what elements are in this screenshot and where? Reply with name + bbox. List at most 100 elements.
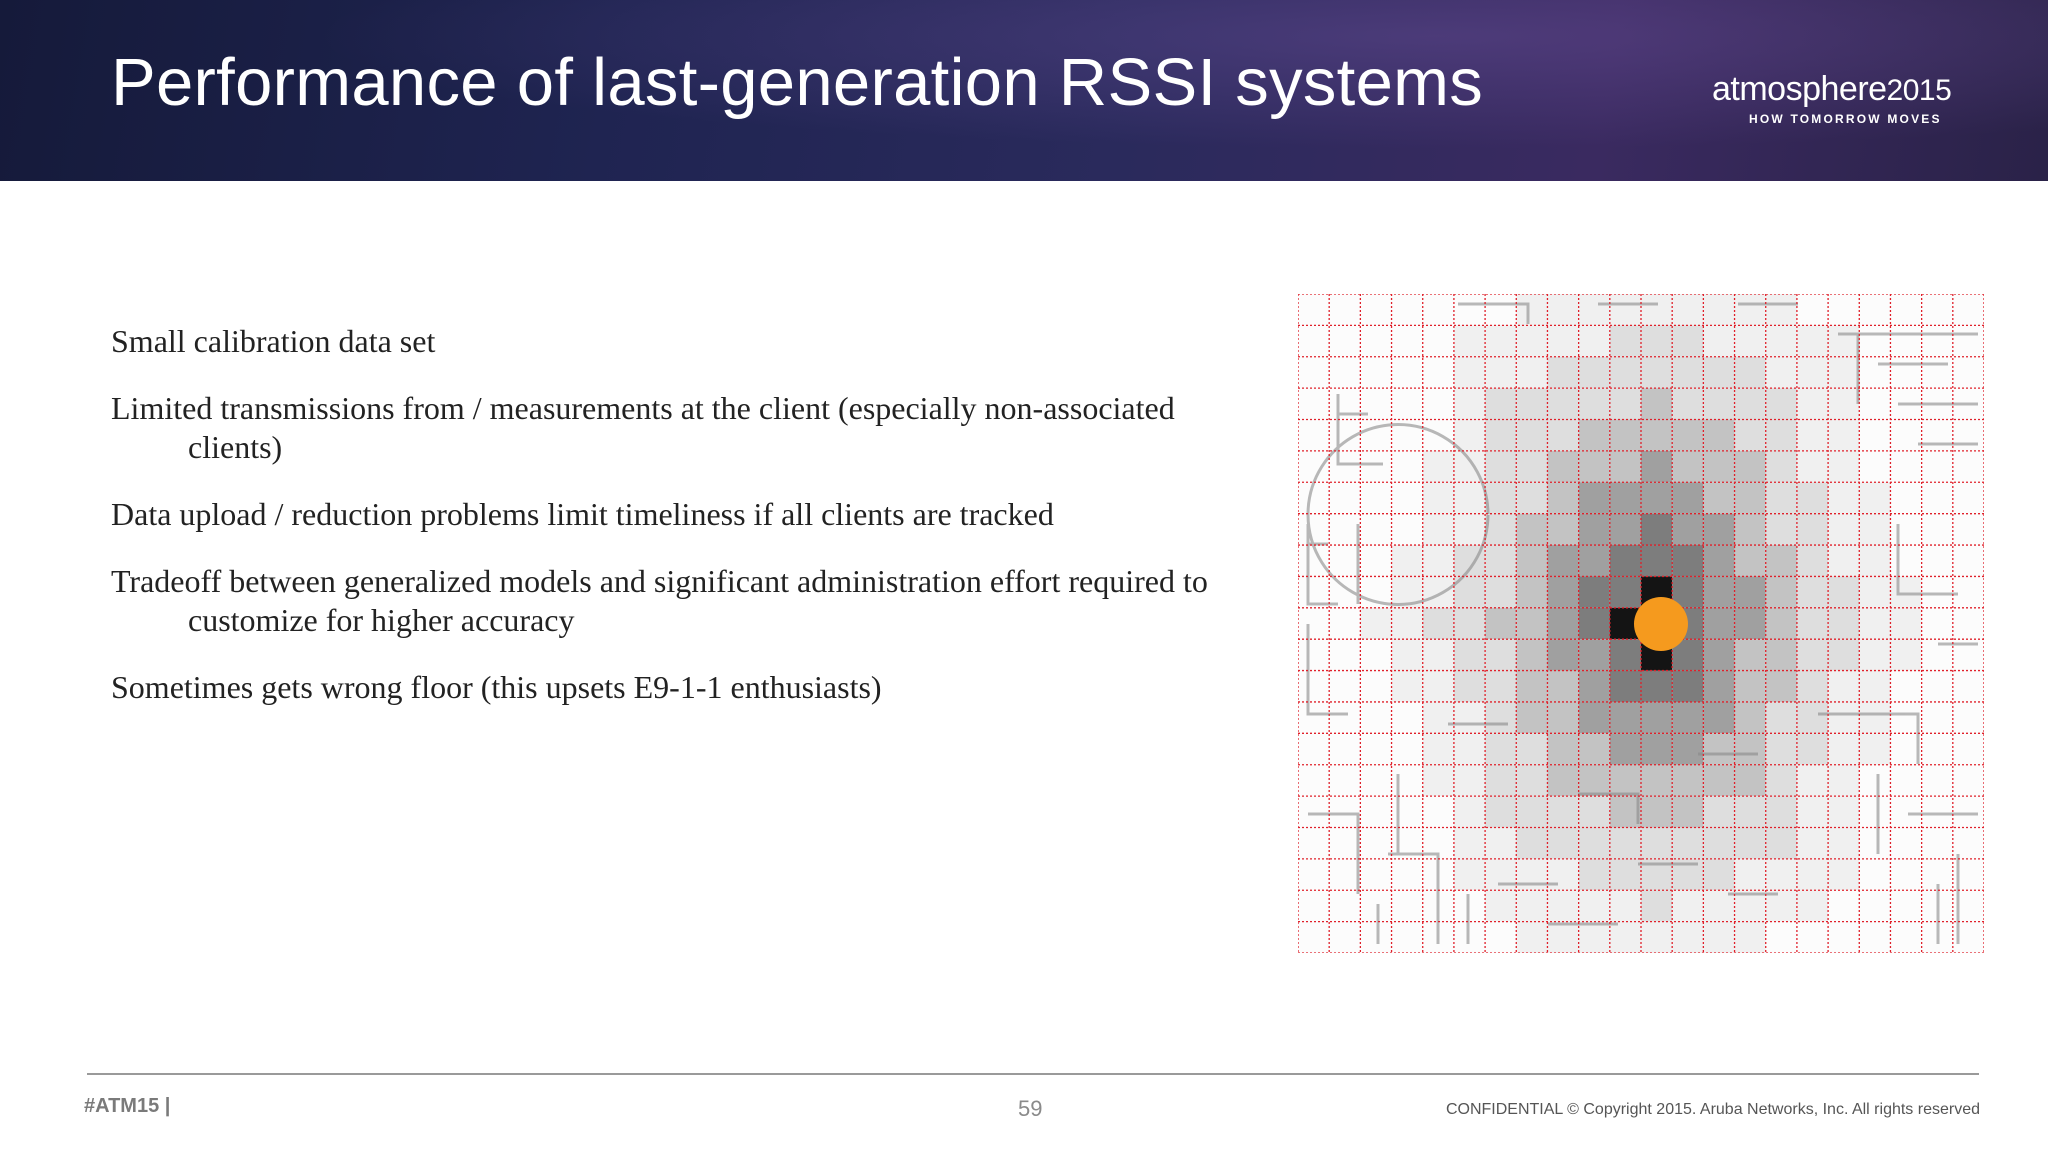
heat-cell [1952,576,1984,608]
heat-cell [1609,419,1641,451]
heat-cell [1485,733,1517,765]
heat-cell [1703,858,1735,891]
heat-cell [1391,545,1423,577]
heat-cell [1360,482,1392,514]
heat-cell [1734,733,1766,765]
heat-cell [1765,356,1797,389]
heat-cell [1298,545,1330,577]
heat-cell [1453,607,1486,640]
heat-cell [1485,764,1517,797]
heat-cell [1921,450,1953,483]
floorplan-walls [1306,302,1978,944]
heat-cell [1641,545,1673,577]
heat-cell [1329,827,1361,859]
heat-cell [1796,639,1829,671]
heat-cell [1890,890,1922,922]
heat-cell [1547,764,1579,797]
heat-cell [1952,796,1984,828]
heat-cell [1329,356,1361,389]
heat-cell [1765,325,1797,357]
heat-cell [1360,545,1392,577]
heat-cell [1921,576,1953,608]
heat-cell [1952,670,1984,702]
heat-cell [1921,701,1953,734]
heat-cell [1391,890,1423,922]
heat-cell [1734,639,1766,671]
heat-cell [1952,701,1984,734]
heat-cell [1765,827,1797,859]
bullet-item: Sometimes gets wrong floor (this upsets … [111,669,882,705]
heat-cell [1422,513,1454,546]
atmosphere-logo: atmosphere2015 HOW TOMORROW MOVES [1712,72,1952,126]
heat-cell [1609,482,1641,514]
heat-cell [1672,325,1704,357]
heat-cell [1796,827,1829,859]
heat-cell [1547,325,1579,357]
heat-cell [1672,733,1704,765]
heat-cell [1672,545,1704,577]
heat-cell [1765,576,1797,608]
heat-cell [1485,356,1517,389]
heat-cell [1828,294,1860,326]
heat-cell [1547,858,1579,891]
heat-cell [1859,388,1891,420]
heat-cell [1734,513,1766,546]
heat-cell [1360,921,1392,953]
page-number: 59 [1018,1096,1043,1121]
heat-cell [1516,670,1548,702]
heat-cell [1952,482,1984,514]
heat-cell [1734,294,1766,326]
heat-cell [1796,513,1829,546]
heat-cell [1828,890,1860,922]
heat-cell [1329,639,1361,671]
heat-cell [1859,796,1891,828]
heat-cell [1921,545,1953,577]
heat-cell [1547,294,1579,326]
heat-cell [1329,545,1361,577]
heat-cell [1672,701,1704,734]
heat-cell [1485,513,1517,546]
heat-cell [1672,450,1704,483]
heat-cell [1516,639,1548,671]
heat-cell [1672,482,1704,514]
heat-cell [1703,764,1735,797]
heat-cell [1391,388,1423,420]
heat-cell [1796,482,1829,514]
heat-cell [1485,921,1517,953]
heat-cell [1828,701,1860,734]
heat-cell [1672,921,1704,953]
heat-cell [1516,796,1548,828]
heat-cell [1298,513,1330,546]
heat-cell [1360,450,1392,483]
heat-cell [1360,733,1392,765]
heat-cell [1890,764,1922,797]
heat-cell [1298,607,1330,640]
heat-cell [1453,670,1486,702]
heat-cell [1609,513,1641,546]
heat-cell [1672,890,1704,922]
heat-cell [1921,764,1953,797]
heat-cell [1828,325,1860,357]
heat-cell [1547,513,1579,546]
heat-cell [1703,827,1735,859]
heat-cell [1703,733,1735,765]
heat-cell [1765,701,1797,734]
heat-cell [1485,670,1517,702]
heat-cell [1298,639,1330,671]
heat-cell [1485,419,1517,451]
heat-cell [1952,450,1984,483]
heat-cell [1641,827,1673,859]
heat-cell [1391,921,1423,953]
heat-cell [1609,858,1641,891]
heat-cell [1796,733,1829,765]
heat-cell [1672,294,1704,326]
heat-cell [1329,513,1361,546]
heat-cell [1703,701,1735,734]
heat-cell [1796,764,1829,797]
heat-cell [1828,764,1860,797]
heat-cell [1516,419,1548,451]
heat-cell [1765,388,1797,420]
heat-cell [1516,388,1548,420]
heat-cell [1391,796,1423,828]
heat-cell [1734,670,1766,702]
